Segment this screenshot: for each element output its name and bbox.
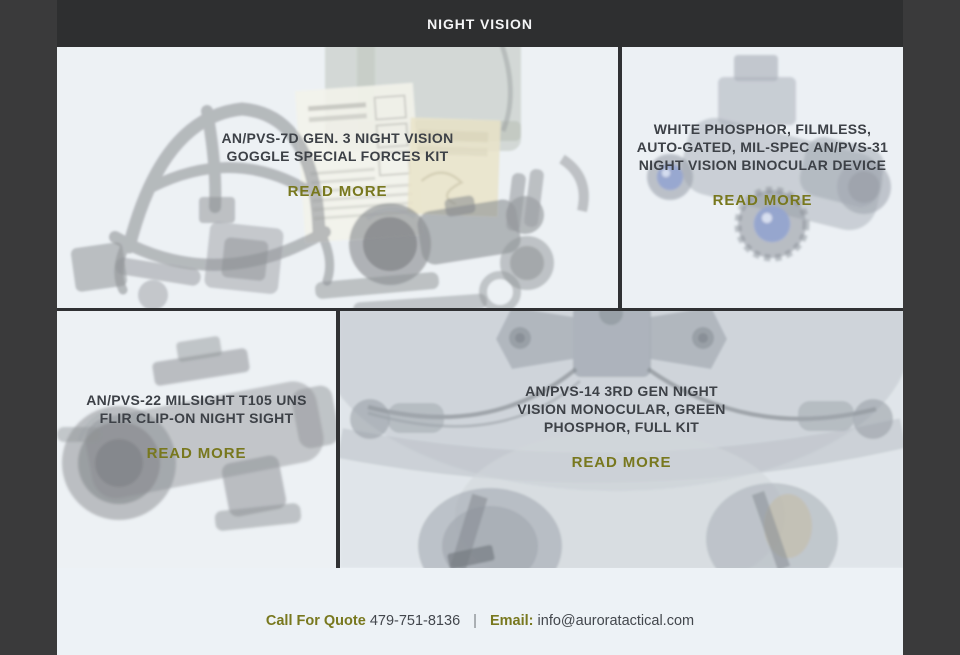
anpvs22-clipon-sight-photo	[57, 311, 336, 568]
footer-separator: |	[473, 613, 477, 629]
product-card-anpvs31[interactable]: WHITE PHOSPHOR, FILMLESS, AUTO-GATED, MI…	[622, 47, 903, 308]
product-card-anpvs7d[interactable]: AN/PVS-7D GEN. 3 NIGHT VISION GOGGLE SPE…	[57, 47, 618, 308]
anpvs31-binocular-photo	[622, 47, 903, 308]
read-more-link[interactable]: READ MORE	[146, 445, 247, 462]
read-more-link[interactable]: READ MORE	[571, 454, 672, 471]
card-content: AN/PVS-14 3RD GEN NIGHT VISION MONOCULAR…	[340, 311, 903, 555]
anpvs14-helmet-kit-photo	[340, 311, 903, 568]
footer-contact-line: Call For Quote 479-751-8136 | Email: inf…	[57, 568, 903, 629]
product-grid-row-1: AN/PVS-7D GEN. 3 NIGHT VISION GOGGLE SPE…	[57, 47, 903, 308]
product-card-anpvs22[interactable]: AN/PVS-22 MILSIGHT T105 UNS FLIR CLIP-ON…	[57, 311, 336, 568]
anpvs7d-goggle-kit-photo	[57, 47, 618, 308]
call-for-quote-label: Call For Quote	[265, 613, 366, 629]
page-title: NIGHT VISION	[427, 15, 533, 32]
product-card-anpvs14[interactable]: AN/PVS-14 3RD GEN NIGHT VISION MONOCULAR…	[340, 311, 903, 568]
grid-divider-vertical	[618, 47, 622, 308]
grid-divider-vertical	[336, 311, 340, 568]
email-label: Email:	[489, 613, 534, 629]
grid-divider-horizontal	[57, 308, 903, 311]
product-title-link[interactable]: AN/PVS-7D GEN. 3 NIGHT VISION GOGGLE SPE…	[221, 130, 454, 164]
email-link[interactable]: info@auroratactical.com	[537, 613, 695, 629]
content-area: NIGHT VISION	[57, 0, 903, 655]
product-grid-row-2: AN/PVS-22 MILSIGHT T105 UNS FLIR CLIP-ON…	[57, 311, 903, 568]
footer: Call For Quote 479-751-8136 | Email: inf…	[57, 568, 903, 655]
card-content: AN/PVS-7D GEN. 3 NIGHT VISION GOGGLE SPE…	[57, 47, 618, 295]
phone-number: 479-751-8136	[369, 613, 461, 629]
card-content: WHITE PHOSPHOR, FILMLESS, AUTO-GATED, MI…	[622, 47, 903, 295]
product-title-link[interactable]: WHITE PHOSPHOR, FILMLESS, AUTO-GATED, MI…	[636, 121, 889, 173]
product-title-link[interactable]: AN/PVS-22 MILSIGHT T105 UNS FLIR CLIP-ON…	[86, 392, 307, 426]
product-title-link[interactable]: AN/PVS-14 3RD GEN NIGHT VISION MONOCULAR…	[517, 383, 726, 435]
category-header-bar: NIGHT VISION	[57, 0, 903, 47]
read-more-link[interactable]: READ MORE	[712, 192, 813, 209]
card-content: AN/PVS-22 MILSIGHT T105 UNS FLIR CLIP-ON…	[57, 311, 336, 555]
read-more-link[interactable]: READ MORE	[287, 183, 388, 200]
